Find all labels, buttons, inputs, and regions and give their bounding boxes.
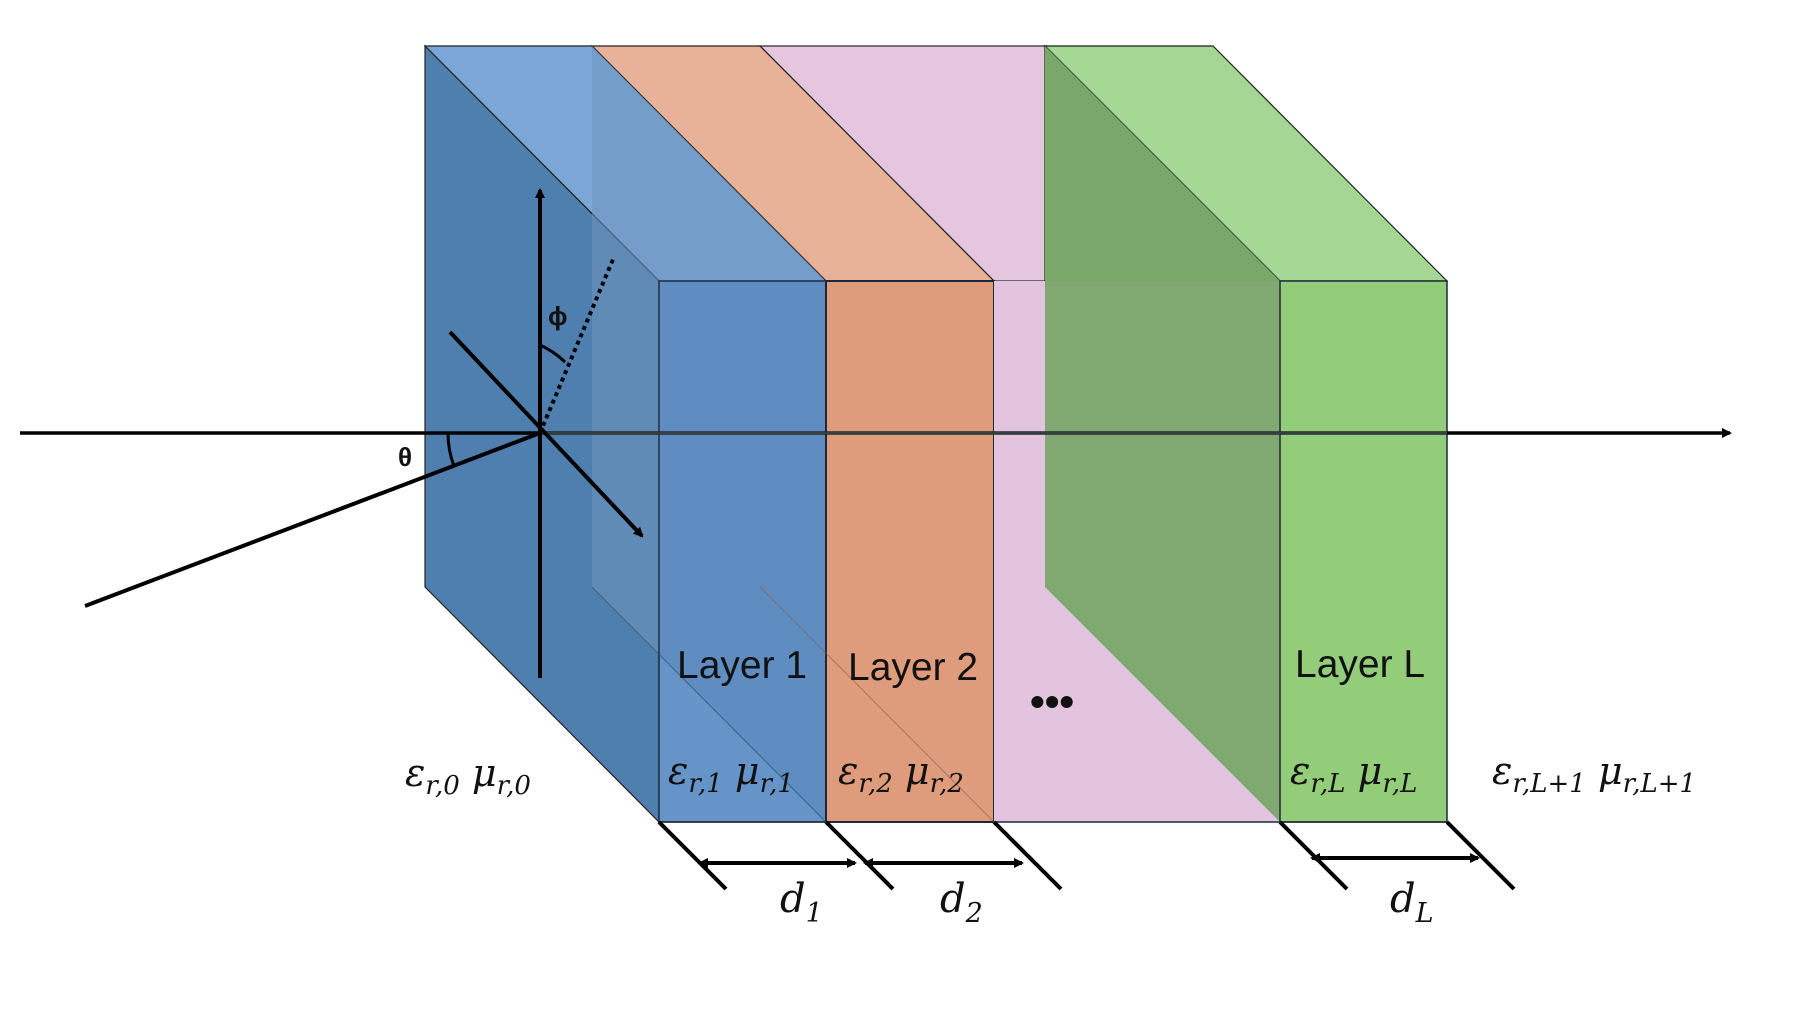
mu-subscript: r,L+1 (1623, 769, 1696, 799)
d-symbol: d (780, 876, 806, 922)
layer1-front-face (658, 280, 827, 823)
layerL-label: Layer L (1295, 643, 1425, 686)
eps-subscript: r,2 (858, 769, 892, 799)
mu-subscript: r,1 (760, 769, 794, 799)
param-separator (460, 751, 472, 795)
mu-subscript: r,2 (930, 769, 964, 799)
edge-line (759, 586, 995, 823)
eps-symbol: ε (838, 749, 858, 793)
mu-symbol: μ (1358, 749, 1383, 793)
param-separator (723, 749, 735, 793)
mu-symbol: μ (472, 751, 497, 795)
regionL-params: εr,L μr,L (1290, 749, 1417, 799)
mu-subscript: r,L (1382, 769, 1417, 799)
d-subscript: 1 (806, 898, 823, 929)
eps-subscript: r,L+1 (1512, 769, 1585, 799)
param-separator (1586, 749, 1598, 793)
edge-line (591, 586, 827, 823)
mu-symbol: μ (1598, 749, 1623, 793)
eps-subscript: r,1 (688, 769, 722, 799)
theta-label: θ (398, 442, 412, 472)
mu-symbol: μ (905, 749, 930, 793)
eps-subscript: r,0 (425, 771, 459, 801)
region1-params: εr,1 μr,1 (668, 749, 794, 799)
tick-line (992, 820, 1063, 891)
param-separator (1346, 749, 1358, 793)
tick-line (1445, 820, 1516, 891)
eps-symbol: ε (668, 749, 688, 793)
phi-arc (539, 343, 567, 364)
incident-ray (84, 431, 541, 608)
regionL1-params: εr,L+1 μr,L+1 (1492, 749, 1696, 799)
region0-params: εr,0 μr,0 (405, 751, 531, 801)
region2-params: εr,2 μr,2 (838, 749, 964, 799)
d-subscript: L (1415, 898, 1434, 929)
mu-subscript: r,0 (497, 771, 531, 801)
dL-label: dL (1390, 876, 1434, 929)
tick-line (824, 820, 895, 891)
param-separator (893, 749, 905, 793)
tick-line (1278, 820, 1349, 891)
ellipsis-label: ••• (1030, 678, 1074, 725)
d-symbol: d (940, 876, 966, 922)
eps-subscript: r,L (1310, 769, 1345, 799)
eps-symbol: ε (1290, 749, 1310, 793)
layerL-front-face (1279, 280, 1448, 823)
d2-label: d2 (940, 876, 983, 929)
eps-symbol: ε (405, 751, 425, 795)
layer2-front-face (825, 280, 995, 823)
d1-label: d1 (780, 876, 823, 929)
mu-symbol: μ (735, 749, 760, 793)
field-vector (448, 330, 644, 538)
layer1-label: Layer 1 (677, 644, 807, 687)
theta-arc (446, 432, 456, 467)
d-subscript: 2 (965, 898, 983, 929)
phi-label: ϕ (548, 301, 568, 331)
layer2-label: Layer 2 (848, 646, 978, 689)
eps-symbol: ε (1492, 749, 1512, 793)
d-symbol: d (1390, 876, 1416, 922)
tick-line (657, 820, 728, 891)
